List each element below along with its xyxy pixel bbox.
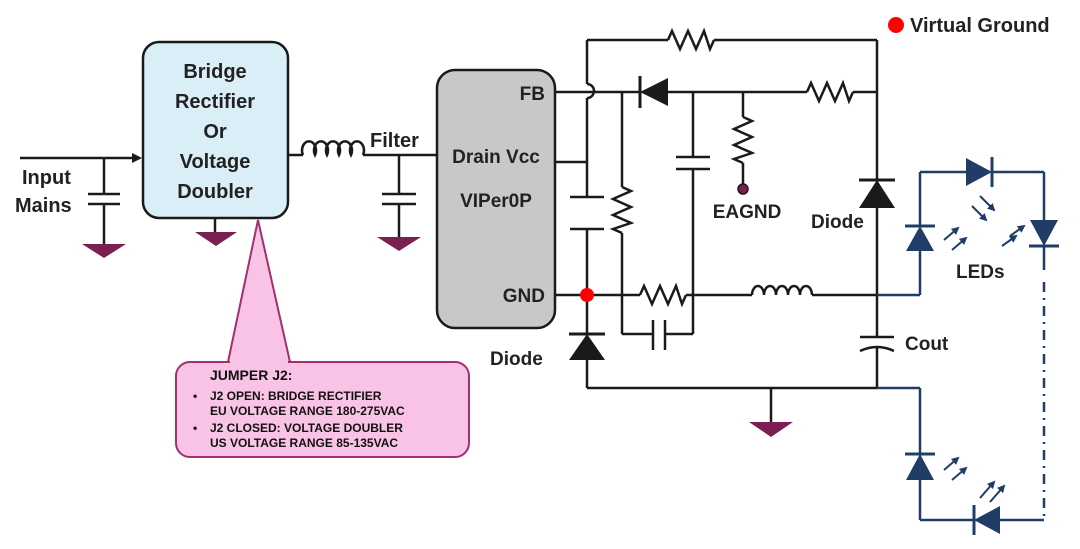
input-label-line2: Mains [15,195,72,217]
ground-symbol-filter [377,237,421,251]
leds-label: LEDs [956,262,1005,283]
resistor-vertical [609,185,635,235]
ground-symbol-input [82,244,126,258]
circuit-wiring [555,38,895,422]
jumper-note-item-1-line2: EU VOLTAGE RANGE 180-275VAC [210,404,405,418]
virtual-ground-label: Virtual Ground [910,15,1050,37]
diode-label-right: Diode [811,212,864,233]
cout-label: Cout [905,334,949,355]
ic-pin-fb: FB [520,84,545,105]
resistor-fb [805,79,855,105]
bridge-line-5: Doubler [177,181,253,203]
ground-symbol-output [749,422,793,437]
jumper-note-item-1-line1: J2 OPEN: BRIDGE RECTIFIER [210,389,382,403]
led-3 [1029,220,1059,248]
bridge-line-2: Rectifier [175,91,255,113]
filter-capacitor [382,155,416,237]
bridge-line-3: Or [203,121,227,143]
filter-label: Filter [370,130,419,152]
diode-label-left: Diode [490,349,543,370]
jumper-callout-pointer [226,219,292,363]
virtual-ground-marker [888,17,904,33]
resistor-top [666,27,716,53]
jumper-note-bullet-2: • [193,421,197,435]
virtual-ground-point [580,288,594,302]
diode-left [569,332,605,360]
ic-pin-drain-vcc: Drain Vcc [452,147,540,168]
ground-symbol-bridge [195,232,237,246]
led-wiring [877,170,1046,522]
jumper-note-item-2-line2: US VOLTAGE RANGE 85-135VAC [210,436,398,450]
eagnd-label: EAGND [713,202,782,223]
diode-right [859,178,895,208]
ic-part-name: VIPer0P [460,191,532,212]
resistor-gnd [638,282,688,308]
bridge-line-4: Voltage [180,151,251,173]
led-4 [905,452,935,480]
resistor-eagnd [730,115,756,165]
led-5 [972,505,1000,535]
jumper-note-box [175,361,470,458]
led-light-arrows [943,195,1026,503]
output-inductor [750,284,814,296]
virtual-ground-legend: Virtual Ground [888,15,1050,37]
jumper-note-bullet-1: • [193,389,197,403]
eagnd-terminal [737,183,749,195]
bridge-line-1: Bridge [183,61,246,83]
ic-pin-gnd: GND [503,286,545,307]
viper-ic-block [435,68,557,330]
input-label-line1: Input [22,167,71,189]
led-2 [966,157,994,187]
input-mains-section [20,153,142,244]
led-1 [905,224,935,251]
diode-fb [638,76,668,108]
jumper-note-item-2-line1: J2 CLOSED: VOLTAGE DOUBLER [210,421,403,435]
jumper-note-title: JUMPER J2: [210,367,292,383]
